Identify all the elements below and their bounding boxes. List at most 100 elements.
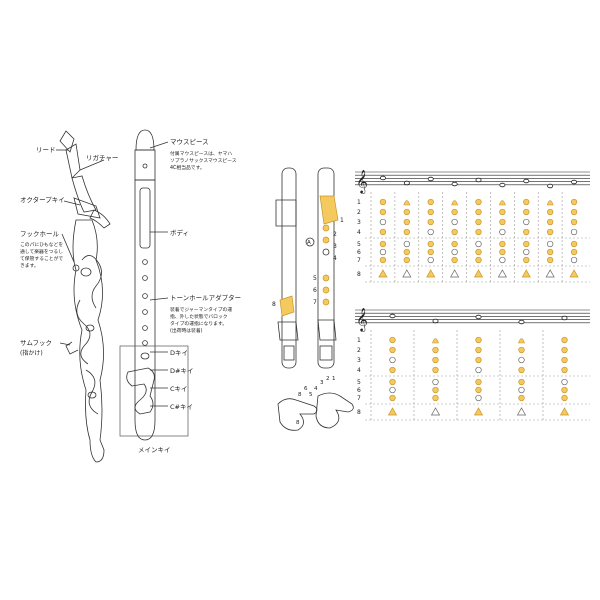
chart-top-row-number: 8 — [357, 271, 361, 278]
hand-number-4: 4 — [314, 386, 318, 392]
chart-top-hole — [570, 198, 578, 206]
label-reed: リード — [36, 146, 56, 154]
label-adapter-note-2: 指、外した状態でバロック — [170, 313, 228, 320]
chart-bottom-treble-clef: 𝄞 — [356, 307, 368, 332]
chart-top-hole — [570, 256, 578, 264]
chart-bottom-hole — [561, 394, 568, 402]
chart-bottom-note — [561, 315, 568, 321]
chart-top-hole — [547, 256, 554, 264]
chart-top-thumb-key — [378, 269, 388, 278]
chart-top-hole — [475, 248, 482, 256]
chart-bottom-hole — [561, 336, 568, 344]
chart-bottom-note — [518, 319, 525, 325]
chart-top-hole — [523, 240, 530, 248]
chart-top-hole — [547, 218, 554, 226]
chart-bottom-hole — [518, 378, 525, 386]
chart-bottom-hole — [475, 366, 482, 374]
chart-top-hole — [451, 248, 458, 256]
chart-top-hole — [403, 256, 410, 264]
hand-number-8b: 8 — [296, 420, 300, 426]
chart-top-row-number: 5 — [357, 241, 361, 248]
label-hook-hole: フックホール — [20, 230, 60, 238]
chart-top-hole — [427, 198, 434, 206]
label-adapter-note-3: タイプの運指になります。 — [170, 320, 227, 327]
chart-bottom-row-number: 5 — [357, 379, 361, 386]
chart-top-hole — [403, 228, 410, 236]
chart-bottom-hole — [475, 378, 482, 386]
chart-top-hole — [379, 256, 387, 264]
chart-bottom-hole — [561, 356, 568, 364]
chart-top-thumb-key — [402, 269, 412, 278]
chart-top-hole — [499, 248, 506, 256]
chart-bottom-hole — [432, 378, 439, 386]
thumb-marker: A — [307, 240, 311, 246]
label-adapter-note-4: (出荷時は装着) — [170, 327, 203, 334]
label-hook-hole-note-4: きます。 — [20, 262, 39, 269]
label-adapter-note-1: 装着でジャーマンタイプの運 — [170, 306, 232, 313]
chart-bottom-hole — [475, 336, 482, 344]
chart-top-hole — [427, 240, 434, 248]
chart-bottom-hole-half — [518, 338, 525, 344]
chart-bottom-hole — [518, 366, 525, 374]
chart-top-hole — [379, 208, 387, 216]
chart-top-hole — [547, 228, 554, 236]
chart-bottom-thumb-key — [430, 407, 441, 416]
chart-top-hole — [379, 228, 387, 236]
chart-top-hole — [403, 218, 410, 226]
chart-top-row-number: 7 — [357, 257, 361, 264]
chart-top-treble-clef: 𝄞 — [356, 169, 368, 194]
label-dsharp-key: D#キイ — [170, 367, 193, 375]
chart-top-hole — [547, 248, 554, 256]
label-c-key: Cキイ — [170, 385, 188, 393]
label-hook-hole-note-3: て保管することがで — [20, 255, 63, 262]
chart-bottom-hole — [389, 386, 396, 394]
hand-number-2: 2 — [326, 376, 330, 382]
chart-top-thumb-key — [426, 269, 436, 278]
chart-top-hole — [523, 198, 530, 206]
label-main-key: メインキイ — [138, 446, 171, 454]
chart-top-note — [451, 181, 458, 187]
label-mouthpiece-note-3: 4C相当品です。 — [170, 164, 205, 171]
chart-top-hole — [475, 228, 482, 236]
hand-number-3: 3 — [320, 380, 324, 386]
chart-top-hole — [379, 248, 387, 256]
chart-top-thumb-key — [473, 269, 484, 278]
chart-bottom-hole — [389, 378, 396, 386]
chart-bottom-thumb-key — [473, 407, 484, 416]
chart-bottom-row-number: 2 — [357, 347, 361, 354]
chart-bottom-row-number: 7 — [357, 395, 361, 402]
hand-number-1: 1 — [332, 376, 336, 382]
chart-bottom-hole — [432, 346, 439, 354]
chart-top-row-number: 6 — [357, 249, 361, 256]
fingering-front-view — [305, 167, 339, 369]
chart-top-hole — [475, 240, 482, 248]
chart-bottom-hole — [518, 346, 525, 354]
chart-bottom-hole — [518, 356, 525, 364]
fingering-side-view — [275, 167, 299, 369]
chart-top-hole — [547, 208, 554, 216]
chart-top-hole — [475, 208, 482, 216]
chart-bottom-note — [432, 318, 439, 324]
chart-top-hole — [403, 208, 410, 216]
hole-number-7: 7 — [313, 299, 317, 306]
chart-bottom-row-number: 1 — [357, 337, 361, 344]
chart-bottom-hole — [475, 356, 482, 364]
chart-bottom-thumb-key — [559, 407, 570, 416]
chart-top-thumb-key — [497, 269, 507, 278]
chart-top-thumb-key — [450, 269, 460, 278]
chart-bottom-hole — [475, 394, 482, 402]
label-hook-hole-note-2: 通して楽器をつるし — [20, 248, 63, 255]
chart-top-row-number: 4 — [357, 229, 361, 236]
chart-top-thumb-key — [521, 269, 531, 278]
chart-top-note — [475, 177, 482, 183]
hole-number-1: 1 — [340, 217, 344, 224]
chart-top-hole — [523, 208, 530, 216]
chart-bottom-hole — [561, 386, 568, 394]
chart-bottom-row-number: 4 — [357, 367, 361, 374]
chart-top-note — [547, 183, 554, 189]
chart-top-hole — [570, 208, 578, 216]
label-mouthpiece-note-1: 付属マウスピースは、ヤマハ — [170, 150, 232, 157]
chart-top-hole — [475, 198, 482, 206]
chart-bottom-thumb-key — [516, 407, 527, 416]
hand-number-8a: 8 — [298, 392, 302, 398]
